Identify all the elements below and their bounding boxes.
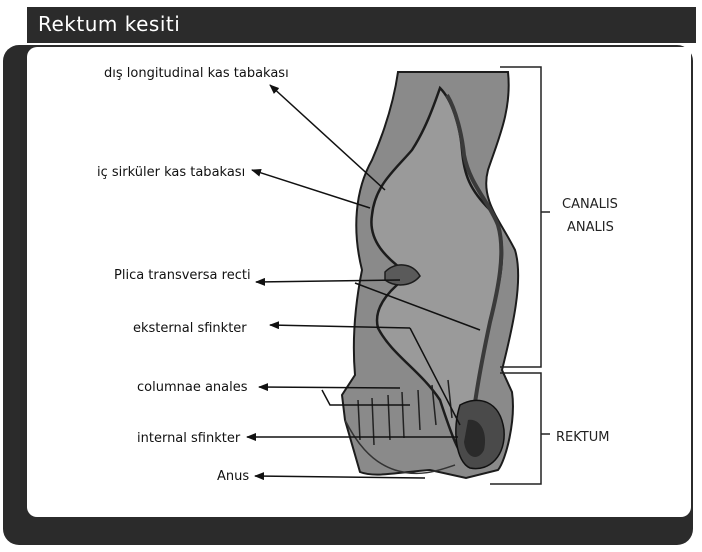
- diagram-title: Rektum kesiti: [38, 12, 181, 36]
- arrow-plica: [255, 277, 401, 286]
- label-internal: internal sfinkter: [137, 431, 241, 446]
- label-anus: Anus: [217, 469, 249, 484]
- arrow-columnae: [258, 383, 401, 392]
- rectum-illustration: [340, 71, 520, 480]
- label-ic-sirkuler: iç sirküler kas tabakası: [97, 165, 245, 180]
- line-plica-right: [354, 282, 481, 331]
- bracket-rektum: [490, 372, 542, 485]
- left-labels: dış longitudinal kas tabakası iç sirküle…: [97, 66, 289, 484]
- leader-lines: [246, 84, 481, 481]
- line-eksternal-diag: [409, 327, 461, 426]
- arrow-dis-longitudinal: [269, 84, 386, 191]
- label-eksternal: eksternal sfinkter: [133, 321, 247, 336]
- arrow-ic-sirkuler: [251, 168, 371, 209]
- bracket-canalis-analis: [500, 66, 542, 368]
- arrow-eksternal: [269, 321, 411, 330]
- label-dis-longitudinal: dış longitudinal kas tabakası: [104, 66, 289, 81]
- internal-sphincter-blob: [464, 419, 486, 457]
- line-columnae-bracket: [321, 389, 410, 406]
- label-canalis: CANALIS: [562, 197, 618, 212]
- label-analis: ANALIS: [567, 220, 614, 235]
- title-bar: Rektum kesiti: [27, 7, 696, 43]
- arrow-anus: [254, 472, 426, 481]
- right-labels: CANALIS ANALIS REKTUM: [556, 197, 618, 445]
- label-plica: Plica transversa recti: [114, 268, 251, 283]
- label-columnae: columnae anales: [137, 380, 248, 395]
- label-rektum: REKTUM: [556, 430, 609, 445]
- circular-muscle-band: [445, 93, 504, 411]
- right-brackets: [490, 66, 550, 485]
